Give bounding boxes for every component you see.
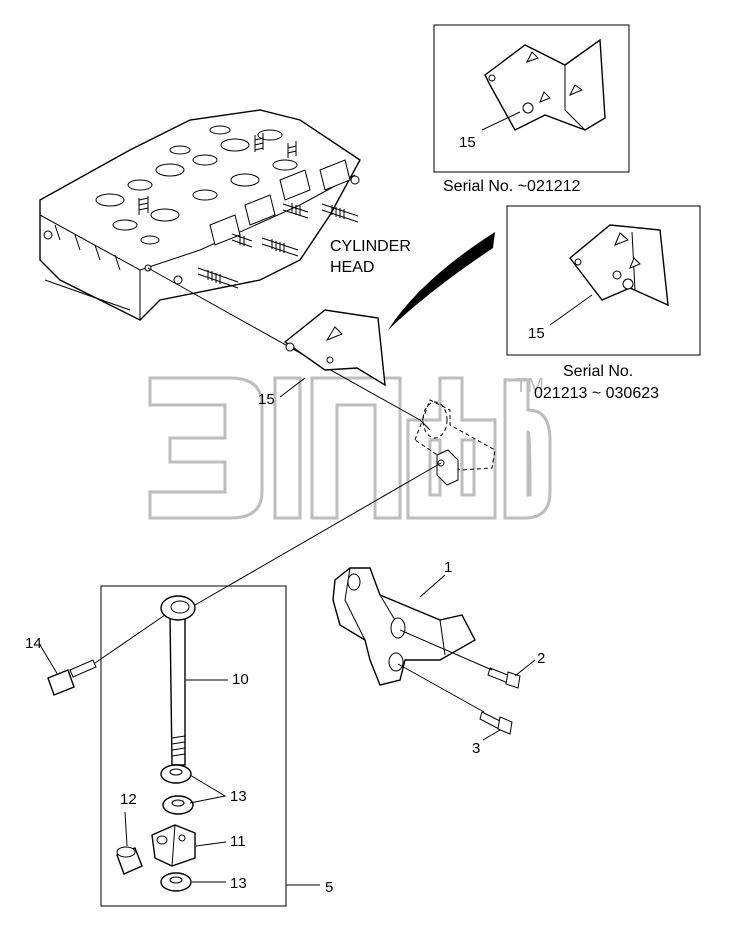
inset-top: [433, 24, 630, 173]
callout-15-mid: 15: [528, 325, 545, 342]
callout-13-a: 13: [230, 788, 247, 805]
watermark-tm: TM: [515, 375, 544, 397]
bracket-15-top: [484, 38, 606, 131]
cylinder-head-label: CYLINDER: [330, 238, 411, 255]
callout-15-main: 15: [258, 391, 275, 408]
callout-10: 10: [232, 671, 249, 688]
cylinder-head-label-2: HEAD: [330, 259, 374, 276]
serial-mid-label-2: 021213 ~ 030623: [534, 385, 659, 402]
bolt-2: [487, 667, 521, 689]
callout-13-b: 13: [230, 875, 247, 892]
bolt-14: [47, 659, 97, 696]
bracket-1: [332, 567, 476, 686]
inset-middle: [506, 205, 701, 356]
callout-15-top: 15: [459, 134, 476, 151]
wedge-arrow: [388, 232, 495, 330]
nut-13-b: [162, 795, 194, 815]
callout-5: 5: [325, 879, 333, 896]
callout-1: 1: [444, 559, 452, 576]
callout-2: 2: [537, 650, 545, 667]
sleeve-12: [116, 846, 143, 875]
watermark-logo: TM: [148, 375, 552, 520]
bracket-15-mid: [569, 224, 669, 307]
cylinder-head-illustration: [39, 109, 361, 321]
callout-3: 3: [472, 740, 480, 757]
block-11: [151, 824, 196, 867]
callout-12: 12: [120, 791, 137, 808]
bracket-15-main: [283, 309, 386, 387]
callout-14: 14: [25, 635, 42, 652]
serial-mid-label: Serial No.: [563, 363, 633, 380]
bolt-3: [479, 711, 513, 735]
nut-13-c: [160, 872, 192, 892]
serial-top-label: Serial No. ~021212: [443, 178, 581, 195]
rod-10: [160, 595, 196, 766]
callout-11: 11: [230, 833, 246, 850]
nut-13-a: [160, 764, 192, 784]
rod-assembly-box: [100, 585, 287, 907]
bracket-ghost: [414, 399, 496, 486]
